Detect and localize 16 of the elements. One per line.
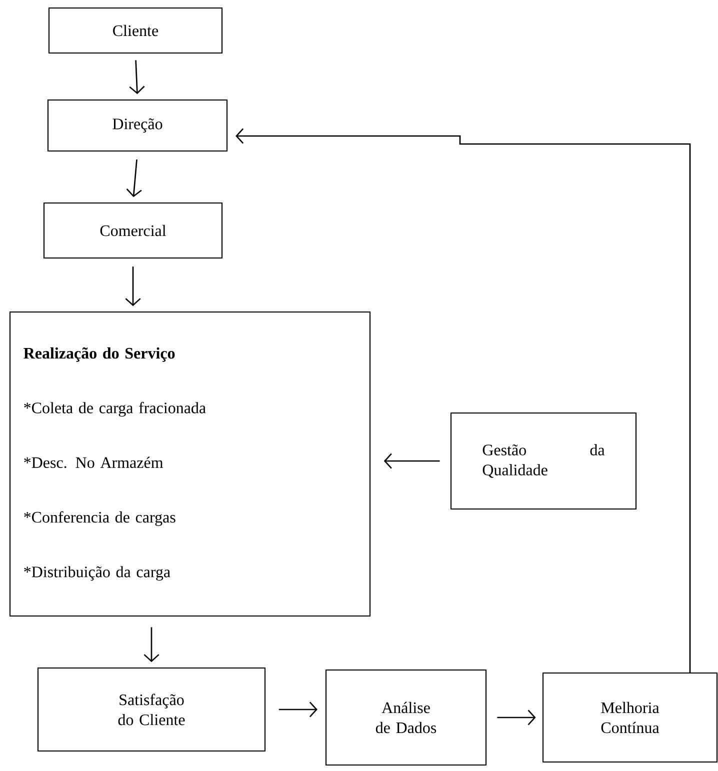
service-box: Realização do Serviço *Coleta de carga fracionada *Desc. No Armazém *Conferencia de cargas *Distribuição da carga: [9, 311, 371, 617]
arrow: [236, 128, 691, 672]
process-box: Cliente: [48, 7, 223, 54]
process-box: Direção: [47, 99, 228, 152]
process-box: Análise de Dados: [325, 669, 487, 766]
arrow: [126, 159, 142, 198]
process-box: Comercial: [43, 202, 223, 259]
process-box: Gestão da Qualidade: [450, 412, 637, 510]
arrow: [125, 266, 141, 306]
arrow: [384, 453, 440, 469]
process-box: Satisfação do Cliente: [37, 667, 266, 752]
process-box: Melhoria Contínua: [542, 672, 718, 763]
arrow: [497, 710, 536, 726]
arrow: [144, 627, 160, 662]
arrow: [129, 60, 145, 94]
arrow: [278, 702, 318, 718]
